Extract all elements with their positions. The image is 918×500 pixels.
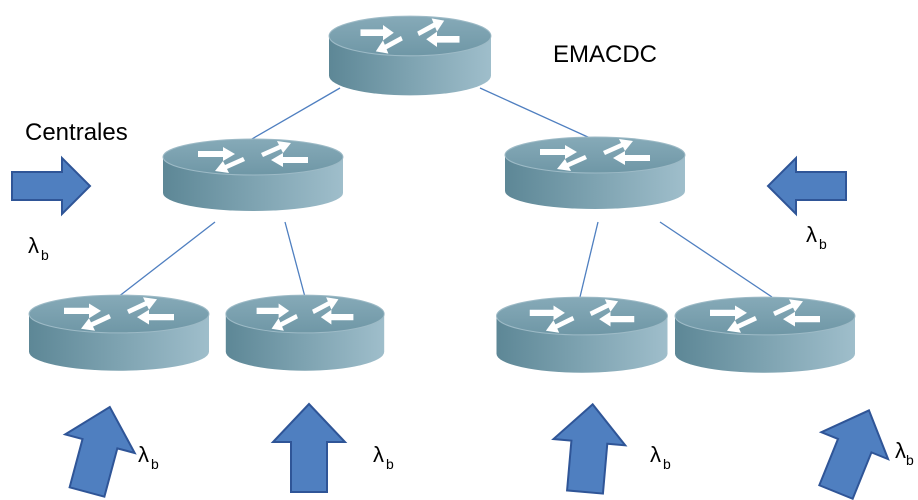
arrow-up-icon-4 (801, 395, 904, 500)
link-left-ll (117, 221, 216, 298)
svg-text:λ: λ (28, 233, 39, 258)
centrales-label: Centrales (25, 119, 128, 146)
arrow-up-icon-3 (548, 400, 630, 497)
svg-text:λ: λ (895, 438, 906, 463)
svg-text:b: b (386, 456, 394, 472)
lambda-label-2: λ b (806, 222, 827, 252)
svg-text:λ: λ (373, 442, 384, 467)
svg-text:λ: λ (650, 442, 661, 467)
svg-text:b: b (819, 236, 827, 252)
router-icon-root (328, 15, 492, 96)
lambda-label-4: λ b (373, 442, 394, 472)
router-icon-right (504, 136, 686, 210)
link-right-rl (579, 221, 599, 298)
lambda-label-3: λ b (138, 442, 159, 472)
link-root-left (244, 87, 341, 144)
arrow-up-icon-2 (272, 403, 346, 493)
link-root-right (479, 87, 591, 139)
link-left-lr (284, 221, 306, 298)
arrow-right-icon (11, 157, 91, 215)
router-icon-left (162, 138, 344, 212)
lambda-label-1: λ b (28, 233, 49, 263)
svg-text:b: b (151, 456, 159, 472)
link-right-rr (659, 221, 773, 298)
svg-text:λ: λ (806, 222, 817, 247)
arrow-up-icon-1 (51, 396, 146, 500)
arrow-left-icon (767, 157, 847, 215)
svg-text:λ: λ (138, 442, 149, 467)
links (117, 87, 773, 298)
svg-text:b: b (906, 452, 914, 468)
router-icon-rr (674, 296, 856, 374)
lambda-label-5: λ b (650, 442, 671, 472)
lambda-label-6: λ b (895, 438, 914, 468)
router-icon-lr (225, 294, 385, 372)
root-label: EMACDC (553, 41, 657, 68)
svg-text:b: b (41, 247, 49, 263)
router-icon-rl (495, 296, 669, 374)
svg-text:b: b (663, 456, 671, 472)
router-icon-ll (28, 294, 210, 372)
